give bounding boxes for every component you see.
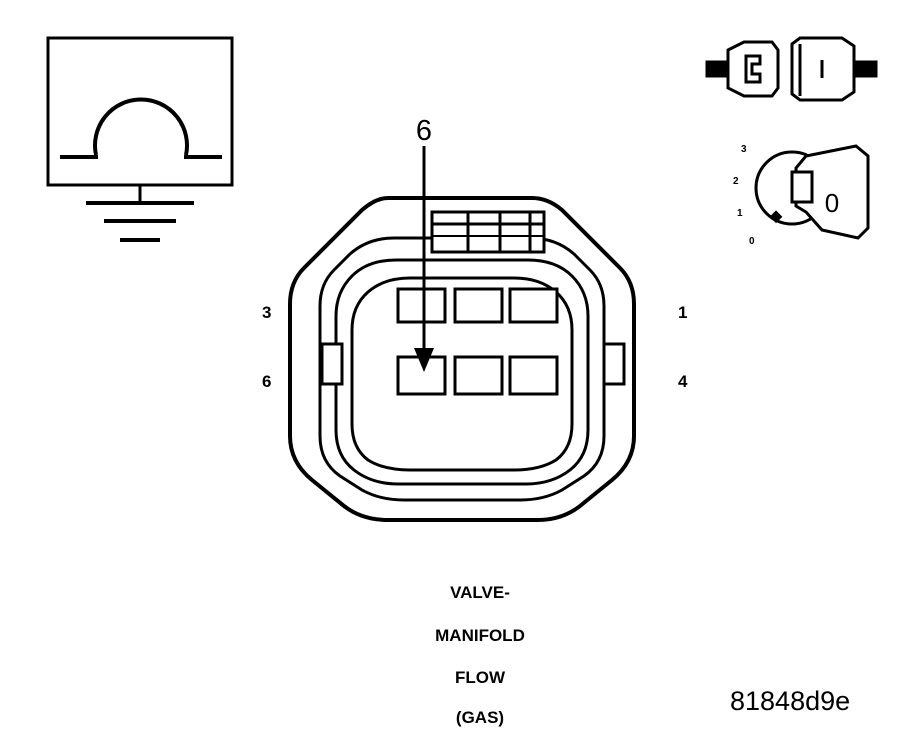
key-mark: 0 bbox=[825, 188, 839, 218]
pin-label-1: 1 bbox=[678, 303, 688, 322]
figure-id: 81848d9e bbox=[730, 686, 851, 716]
caption-line-2: MANIFOLD bbox=[435, 626, 525, 645]
pin-label-6: 6 bbox=[262, 372, 272, 391]
key-position-0: 0 bbox=[749, 236, 755, 247]
connector-disconnected-icon bbox=[705, 36, 878, 102]
connector-face bbox=[288, 196, 636, 522]
key-position-1: 1 bbox=[737, 208, 743, 219]
callout-pin-number: 6 bbox=[416, 115, 432, 147]
callout-arrow bbox=[414, 146, 434, 372]
pin-label-3: 3 bbox=[262, 303, 272, 322]
pin-label-4: 4 bbox=[678, 372, 688, 391]
caption-line-1: VALVE- bbox=[450, 583, 510, 602]
key-position-3: 3 bbox=[741, 144, 747, 155]
ohmmeter-ground-icon bbox=[46, 36, 234, 242]
key-position-2: 2 bbox=[733, 176, 739, 187]
caption-line-3: FLOW bbox=[454, 668, 506, 687]
ignition-key-off-icon bbox=[754, 144, 870, 240]
caption-line-4: (GAS) bbox=[455, 708, 505, 727]
